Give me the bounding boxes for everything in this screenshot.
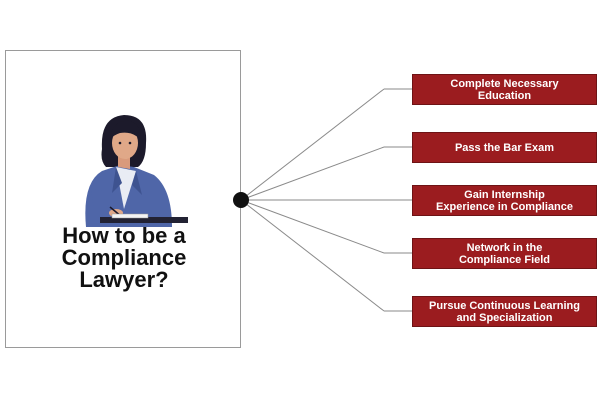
connector-line-2: [240, 146, 385, 201]
step-box-education: Complete Necessary Education: [412, 74, 597, 105]
step-box-internship: Gain Internship Experience in Compliance: [412, 185, 597, 216]
step-box-network: Network in the Compliance Field: [412, 238, 597, 269]
title-card: How to be a Compliance Lawyer?: [5, 50, 241, 348]
connector-line-4: [240, 199, 385, 254]
step-box-bar-exam: Pass the Bar Exam: [412, 132, 597, 163]
step-box-learning: Pursue Continuous Learning and Specializ…: [412, 296, 597, 327]
hub-node: [233, 192, 249, 208]
diagram-title: How to be a Compliance Lawyer?: [61, 223, 187, 292]
lawyer-illustration: [85, 115, 188, 227]
connector-line-1: [240, 88, 385, 201]
connector-line-5: [240, 199, 385, 312]
